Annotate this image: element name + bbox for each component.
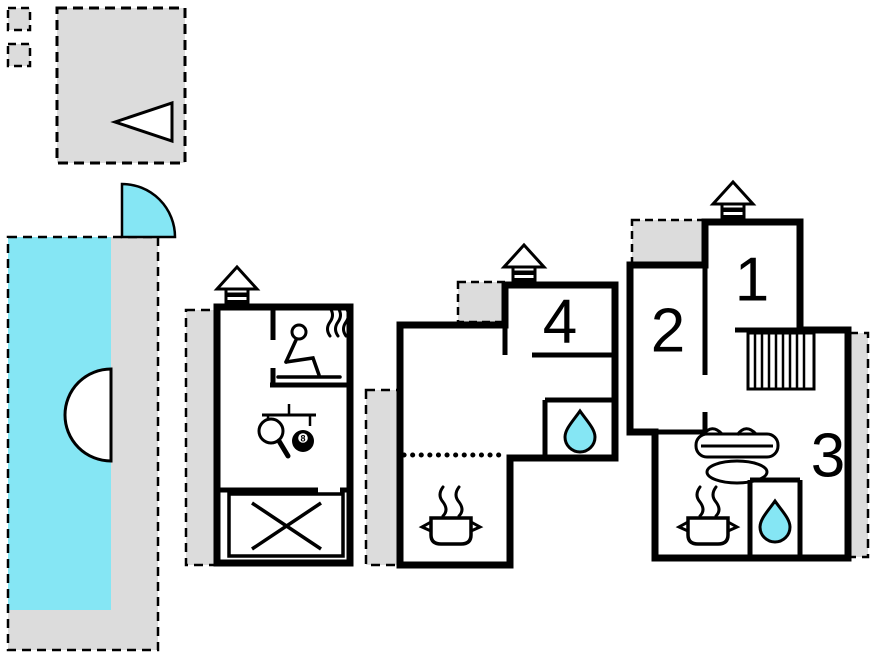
- pool-step-icon: [63, 367, 113, 463]
- room4-label: 4: [543, 288, 577, 357]
- main-terrace-strip: [847, 331, 870, 559]
- sauna-person-icon: [276, 323, 342, 379]
- pool-terrace-outline: [6, 235, 160, 652]
- terrace-post-1: [6, 6, 32, 32]
- room2-label: 2: [651, 297, 685, 366]
- stairs-icon: [746, 331, 816, 391]
- main-terrace-patch: [630, 218, 709, 267]
- paddle-handle-icon: [276, 438, 291, 459]
- kitchen-terrace-patch: [456, 280, 508, 324]
- annex-building: 8: [184, 265, 354, 567]
- sofa-icon: [694, 427, 780, 459]
- kitchen-terrace-strip: [364, 388, 400, 567]
- compass-area: [6, 6, 187, 165]
- pool-area: [6, 182, 177, 652]
- chimney-icon: [711, 180, 755, 224]
- annex-terrace-strip: [184, 308, 219, 567]
- chimney-icon: [215, 265, 259, 309]
- billiard-ball-number: 8: [300, 434, 305, 444]
- terrace-post-2: [6, 42, 32, 68]
- room3-label: 3: [811, 422, 845, 491]
- billiard-ball-icon: 8: [292, 430, 314, 452]
- kitchen-building: 4: [364, 243, 619, 569]
- north-arrow-icon: [110, 100, 174, 144]
- table-tennis-paddle-icon: [257, 417, 285, 445]
- sauna-heat-waves-icon: [326, 306, 350, 338]
- room1-label: 1: [735, 246, 769, 315]
- chimney-icon: [502, 243, 546, 287]
- main-building-outline: [626, 218, 852, 562]
- cross-table-icon: [227, 492, 345, 558]
- main-building: 1 2 3: [626, 180, 870, 562]
- arrow-terrace-box: [55, 6, 187, 165]
- door-swing-icon: [120, 182, 177, 239]
